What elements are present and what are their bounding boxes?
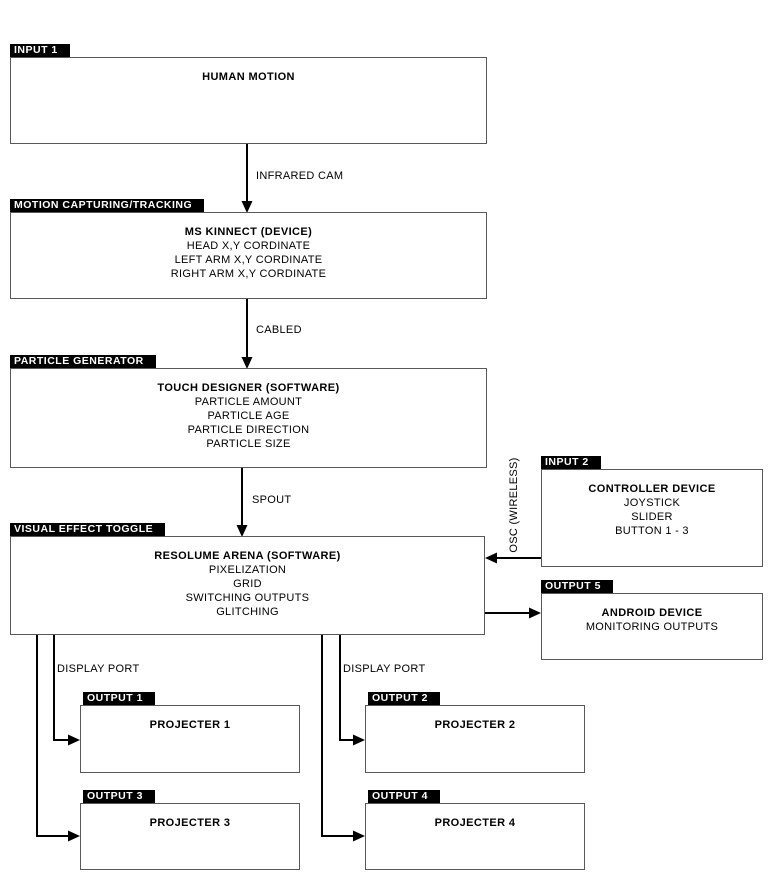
node-visual-effect-toggle-line: SWITCHING OUTPUTS: [185, 592, 310, 604]
node-visual-effect-toggle-tag: VISUAL EFFECT TOGGLE: [10, 523, 166, 536]
node-particle-generator-line: PARTICLE AMOUNT: [194, 396, 303, 408]
edge-label-cabled: CABLED: [256, 324, 302, 336]
node-visual-effect-toggle-line: GRID: [233, 578, 262, 590]
node-particle-generator-title: TOUCH DESIGNER (SOFTWARE): [157, 382, 340, 394]
node-output-3-title: PROJECTER 3: [149, 817, 231, 829]
edge-resolume-to-projecter2: [339, 635, 365, 746]
node-output-2-title: PROJECTER 2: [434, 719, 516, 731]
node-output-4: OUTPUT 4 PROJECTER 4: [365, 790, 585, 870]
edge-resolume-to-projecter1: [53, 635, 80, 746]
node-input-2: INPUT 2 CONTROLLER DEVICE JOYSTICK SLIDE…: [541, 456, 763, 567]
node-motion-capturing-title: MS KINNECT (DEVICE): [184, 226, 313, 238]
node-output-5-line: MONITORING OUTPUTS: [585, 621, 719, 633]
node-output-5: OUTPUT 5 ANDROID DEVICE MONITORING OUTPU…: [541, 580, 763, 660]
edge-resolume-to-android: [485, 607, 541, 619]
node-input-2-tag: INPUT 2: [541, 456, 601, 469]
edge-controller-to-resolume: [485, 552, 541, 564]
node-output-5-box: ANDROID DEVICE MONITORING OUTPUTS: [541, 593, 763, 660]
node-particle-generator-tag: PARTICLE GENERATOR: [10, 355, 156, 368]
node-visual-effect-toggle-line: PIXELIZATION: [208, 564, 287, 576]
edge-human-motion-to-kinnect: [241, 144, 253, 213]
node-motion-capturing-tag: MOTION CAPTURING/TRACKING: [10, 199, 205, 212]
edge-kinnect-to-touchdesigner: [241, 299, 253, 369]
node-particle-generator-line: PARTICLE AGE: [207, 410, 290, 422]
node-output-2: OUTPUT 2 PROJECTER 2: [365, 692, 585, 773]
node-particle-generator-line: PARTICLE SIZE: [206, 438, 291, 450]
node-visual-effect-toggle-box: RESOLUME ARENA (SOFTWARE) PIXELIZATION G…: [10, 536, 485, 635]
node-output-2-tag: OUTPUT 2: [368, 692, 440, 705]
node-input-2-line: JOYSTICK: [623, 497, 681, 509]
edge-resolume-to-projecter4: [321, 635, 365, 842]
node-output-4-tag: OUTPUT 4: [368, 790, 440, 803]
node-motion-capturing-line: HEAD X,Y CORDINATE: [186, 240, 311, 252]
node-input-2-box: CONTROLLER DEVICE JOYSTICK SLIDER BUTTON…: [541, 469, 763, 567]
node-input-1-title: HUMAN MOTION: [202, 71, 295, 83]
edge-label-osc-wireless: OSC (WIRELESS): [508, 457, 520, 553]
node-motion-capturing: MOTION CAPTURING/TRACKING MS KINNECT (DE…: [10, 199, 487, 299]
node-input-2-line: SLIDER: [631, 511, 673, 523]
edge-touchdesigner-to-resolume: [236, 468, 248, 537]
node-output-1: OUTPUT 1 PROJECTER 1: [80, 692, 300, 773]
node-input-1: INPUT 1 HUMAN MOTION: [10, 44, 487, 144]
node-input-2-line: BUTTON 1 - 3: [615, 525, 689, 537]
node-input-1-box: HUMAN MOTION: [10, 57, 487, 144]
edge-label-display-port-right: DISPLAY PORT: [343, 663, 426, 675]
edge-label-infrared-cam: INFRARED CAM: [256, 170, 344, 182]
node-visual-effect-toggle-title: RESOLUME ARENA (SOFTWARE): [154, 550, 341, 562]
node-input-2-title: CONTROLLER DEVICE: [588, 483, 716, 495]
node-visual-effect-toggle: VISUAL EFFECT TOGGLE RESOLUME ARENA (SOF…: [10, 523, 485, 635]
node-output-1-box: PROJECTER 1: [80, 705, 300, 773]
edge-label-display-port-left: DISPLAY PORT: [57, 663, 140, 675]
node-output-1-tag: OUTPUT 1: [83, 692, 155, 705]
node-motion-capturing-line: RIGHT ARM X,Y CORDINATE: [170, 268, 327, 280]
node-input-1-tag: INPUT 1: [10, 44, 70, 57]
node-visual-effect-toggle-line: GLITCHING: [216, 606, 279, 618]
node-particle-generator: PARTICLE GENERATOR TOUCH DESIGNER (SOFTW…: [10, 355, 487, 468]
edge-resolume-to-projecter3: [36, 635, 80, 842]
node-output-3: OUTPUT 3 PROJECTER 3: [80, 790, 300, 870]
node-motion-capturing-line: LEFT ARM X,Y CORDINATE: [174, 254, 323, 266]
node-output-4-box: PROJECTER 4: [365, 803, 585, 870]
node-output-3-box: PROJECTER 3: [80, 803, 300, 870]
node-output-2-box: PROJECTER 2: [365, 705, 585, 773]
edge-label-spout: SPOUT: [252, 494, 292, 506]
node-particle-generator-line: PARTICLE DIRECTION: [187, 424, 310, 436]
node-output-3-tag: OUTPUT 3: [83, 790, 155, 803]
node-output-5-title: ANDROID DEVICE: [601, 607, 703, 619]
node-output-4-title: PROJECTER 4: [434, 817, 516, 829]
node-motion-capturing-box: MS KINNECT (DEVICE) HEAD X,Y CORDINATE L…: [10, 212, 487, 299]
node-particle-generator-box: TOUCH DESIGNER (SOFTWARE) PARTICLE AMOUN…: [10, 368, 487, 468]
node-output-5-tag: OUTPUT 5: [541, 580, 613, 593]
node-output-1-title: PROJECTER 1: [149, 719, 231, 731]
